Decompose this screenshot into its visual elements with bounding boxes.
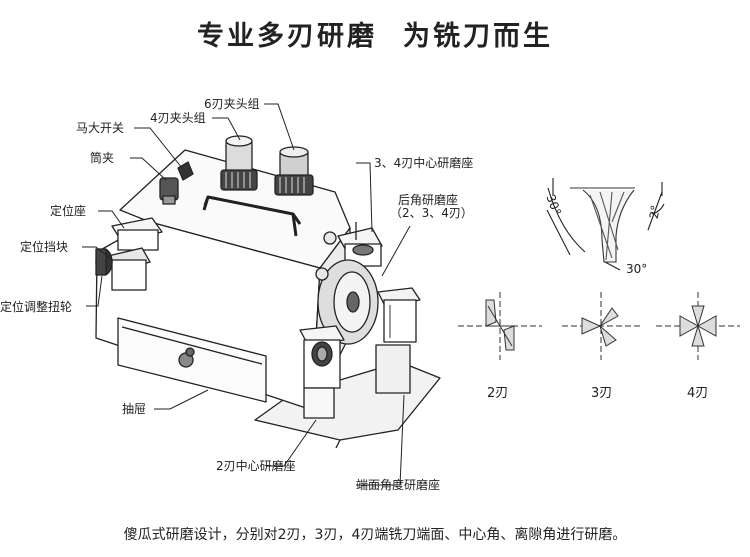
caption-four-flute: 4刃 <box>687 386 709 401</box>
footer-description: 傻瓜式研磨设计，分别对2刃，3刃，4刃端铣刀端面、中心角、离隙角进行研磨。 <box>123 527 627 543</box>
label-end-face-seat: 端面角度研磨座 <box>356 478 441 492</box>
caption-three-flute: 3刃 <box>591 386 613 401</box>
three-flute-end-view-icon <box>562 292 640 360</box>
two-flute-end-view-icon <box>458 292 542 360</box>
four-flute-chuck-icon <box>220 135 258 191</box>
label-rear-angle-seat: 后角研磨座 <box>398 193 459 207</box>
collet-icon <box>159 177 179 205</box>
label-rear-angle-seat-sub: （2、3、4刃） <box>390 206 473 220</box>
adjust-knob-icon <box>95 248 113 276</box>
label-positioning-stop: 定位挡块 <box>20 240 69 254</box>
page-title: 专业多刃研磨为铣刀而生 <box>197 21 553 52</box>
caption-two-flute: 2刃 <box>487 386 509 401</box>
label-drawer: 抽屉 <box>122 402 147 416</box>
label-collet: 筒夹 <box>90 151 115 165</box>
angle-bottom: 30° <box>626 262 648 276</box>
angle-right: 2° <box>646 204 663 220</box>
label-four-flute-chuck: 4刃夹头组 <box>150 111 206 125</box>
label-six-flute-chuck: 6刃夹头组 <box>204 97 260 111</box>
four-flute-end-view-icon <box>656 292 740 360</box>
label-positioning-knob: 定位调整扭轮 <box>0 300 73 314</box>
label-center-seat-2: 2刃中心研磨座 <box>216 459 296 473</box>
label-center-seat-34: 3、4刃中心研磨座 <box>374 156 474 170</box>
end-mill-side-view-icon <box>546 178 665 271</box>
six-flute-chuck-icon <box>274 146 314 196</box>
label-motor-switch: 马大开关 <box>76 121 125 135</box>
label-positioning-seat: 定位座 <box>50 204 87 218</box>
